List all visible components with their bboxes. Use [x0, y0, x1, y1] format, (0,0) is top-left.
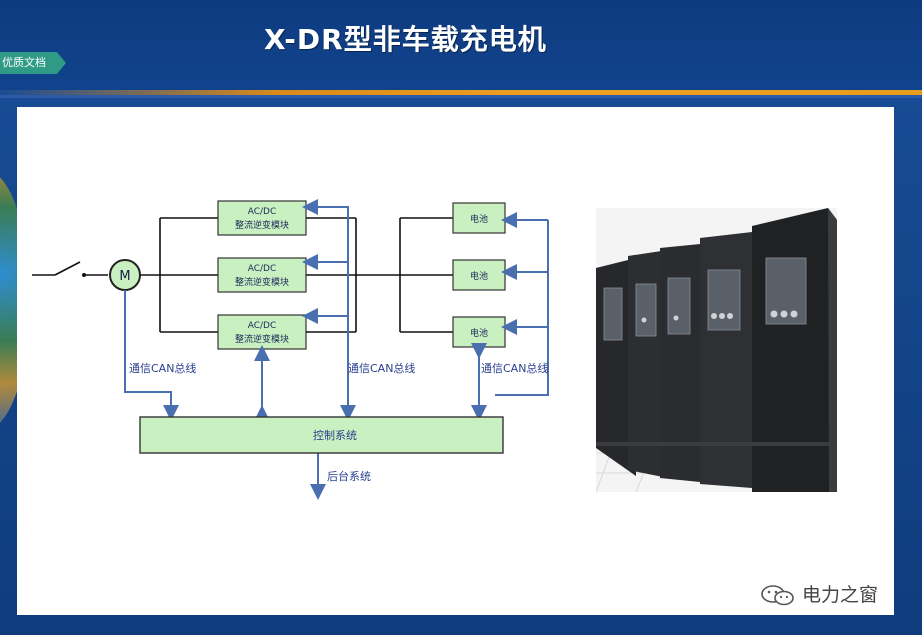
converter-label-bottom: 整流逆变模块: [235, 333, 289, 345]
converter-label-bottom: 整流逆变模块: [235, 219, 289, 231]
accent-divider-secondary: [0, 95, 922, 98]
corner-tag: [0, 52, 66, 74]
converter-module-1: AC/DC 整流逆变模块: [217, 200, 307, 236]
battery-label: 电池: [470, 213, 488, 225]
corner-tag-label: 优质文档: [2, 56, 46, 69]
converter-module-2: AC/DC 整流逆变模块: [217, 257, 307, 293]
backend-system-label: 后台系统: [327, 469, 371, 483]
accent-divider: [0, 90, 922, 95]
battery-label: 电池: [470, 270, 488, 282]
charger-cabinet-photo: [596, 208, 837, 492]
battery-module-2: 电池: [452, 259, 506, 291]
wechat-icon: [761, 585, 794, 606]
converter-label-top: AC/DC: [248, 321, 277, 331]
watermark-text: 电力之窗: [802, 584, 879, 606]
can-bus-arrows: [124, 199, 549, 500]
can-arrow-battery-bus: [495, 220, 549, 396]
battery-label: 电池: [470, 327, 488, 339]
converter-label-top: AC/DC: [248, 264, 277, 274]
control-system-block: 控制系统: [139, 416, 504, 454]
can-label-mid: 通信CAN总线: [348, 361, 415, 375]
converter-label-bottom: 整流逆变模块: [235, 276, 289, 288]
can-label-left: 通信CAN总线: [129, 361, 196, 375]
motor-label: M: [119, 269, 130, 284]
slide-title: X-DR型非车载充电机: [264, 23, 547, 56]
battery-module-1: 电池: [452, 202, 506, 234]
switch-blade: [54, 261, 81, 276]
converter-label-top: AC/DC: [248, 207, 277, 217]
converter-module-3: AC/DC 整流逆变模块: [217, 314, 307, 350]
can-arrow-motor: [124, 290, 179, 421]
battery-module-3: 电池: [452, 316, 506, 348]
control-system-label: 控制系统: [313, 428, 357, 442]
can-arrow-converter-bus: [308, 206, 356, 421]
header-bar: X-DR型非车载充电机: [0, 0, 922, 90]
can-label-right: 通信CAN总线: [481, 361, 548, 375]
